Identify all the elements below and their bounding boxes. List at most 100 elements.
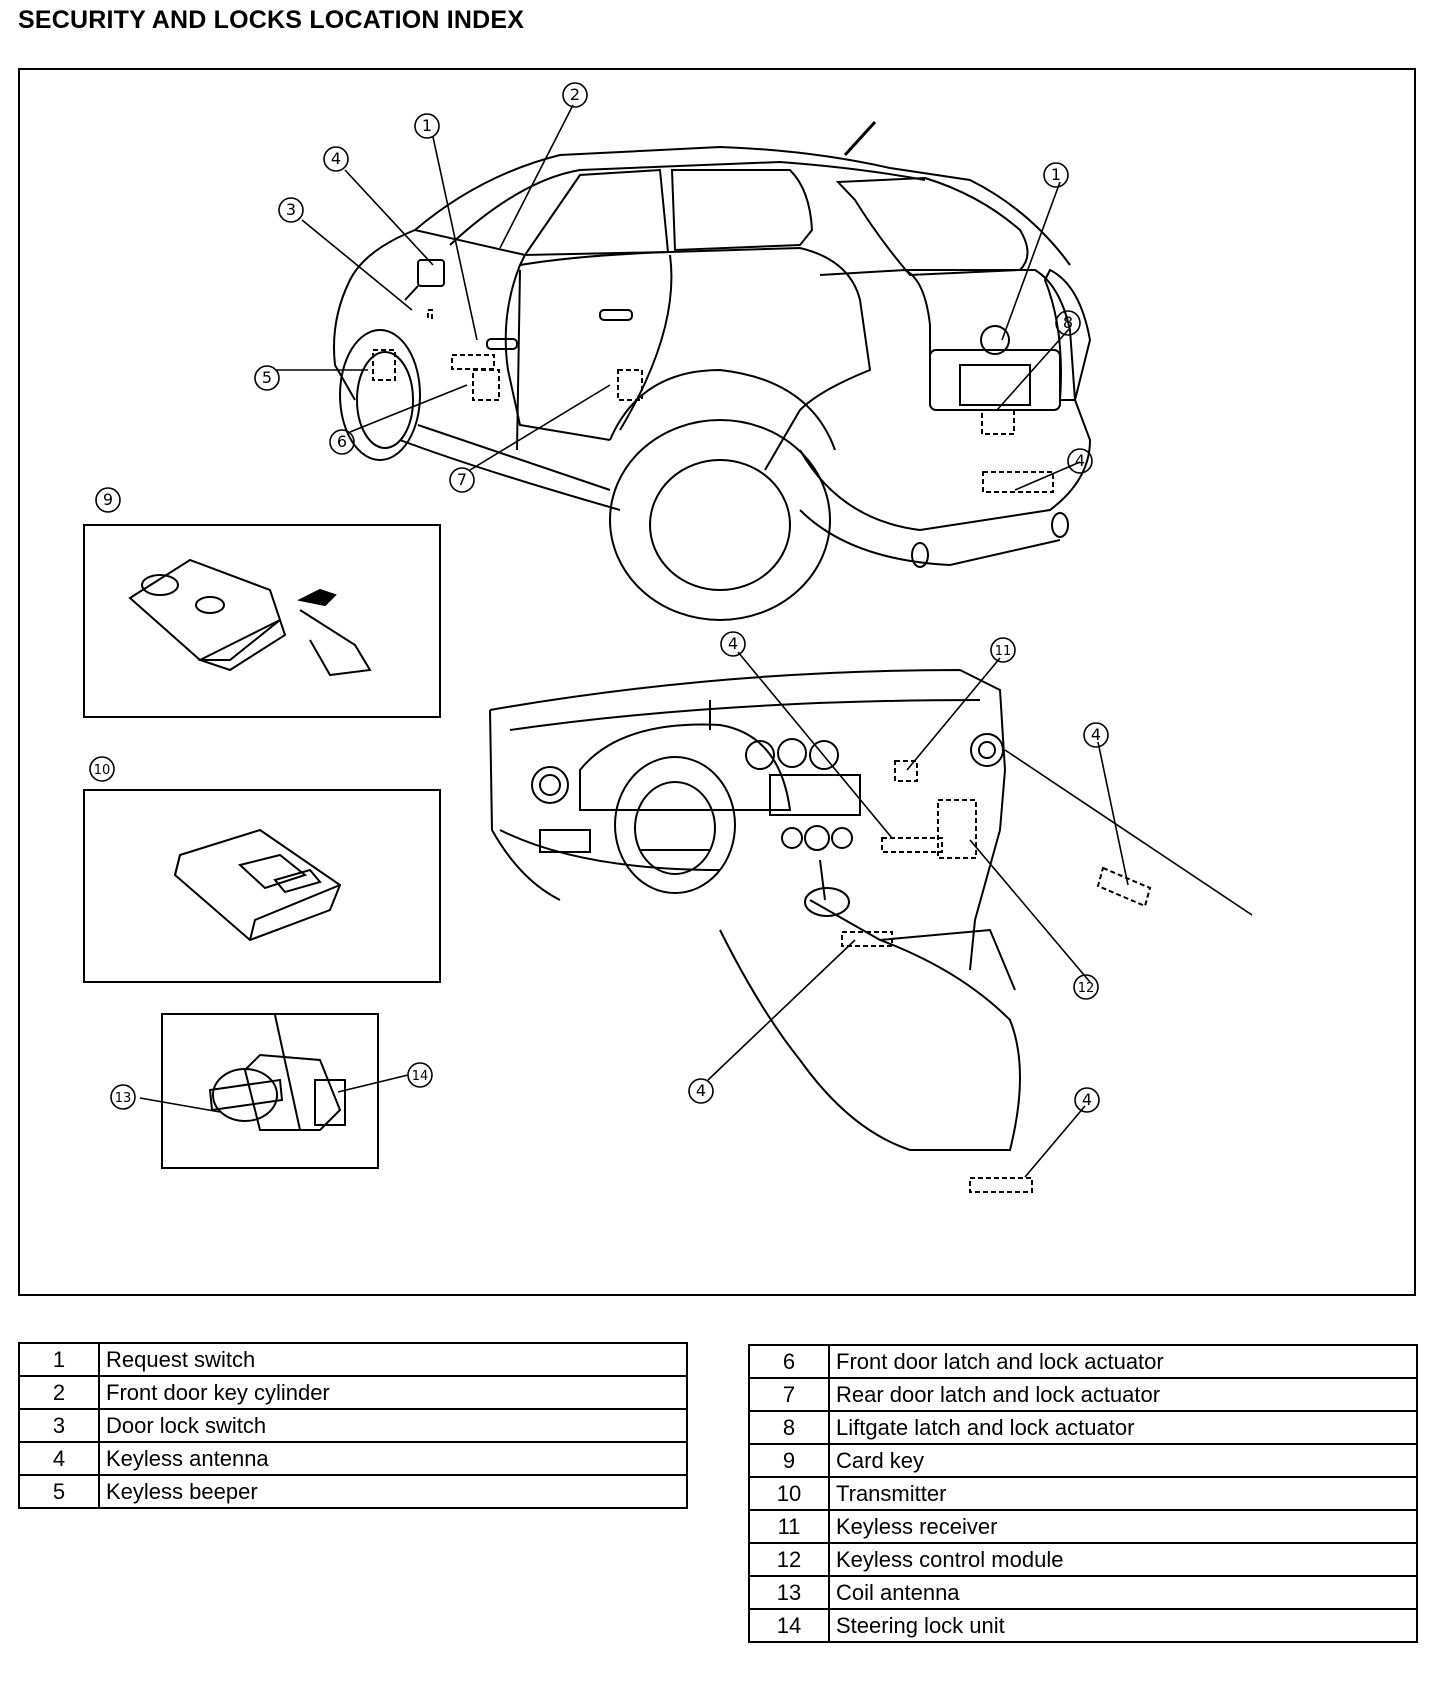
page-title: SECURITY AND LOCKS LOCATION INDEX [18,6,525,34]
legend-number: 4 [18,1441,100,1476]
rear-door-latch-marker [617,369,643,401]
legend-number: 8 [748,1410,830,1445]
liftgate-latch-marker [981,409,1015,435]
callout-4-mirror: 4 [323,146,349,172]
table-row: 11 Keyless receiver [748,1509,1418,1544]
callout-8: 8 [1055,310,1081,336]
svg-text:1: 1 [1051,165,1061,184]
legend-description: Steering lock unit [828,1608,1418,1643]
callout-3: 3 [278,197,304,223]
svg-text:6: 6 [337,432,347,451]
svg-text:8: 8 [1063,313,1073,332]
legend-number: 3 [18,1408,100,1443]
svg-text:9: 9 [103,490,113,509]
table-row: 14 Steering lock unit [748,1608,1418,1643]
steering-lock-inset [161,1013,379,1169]
location-diagram: 1 2 4 3 5 6 7 1 8 4 9 10 [18,68,1416,1296]
callout-11: 11 [990,637,1016,663]
keyless-control-module-marker [937,799,977,859]
legend-number: 6 [748,1344,830,1379]
table-row: 9 Card key [748,1443,1418,1478]
diagram-drawing: 1 2 4 3 5 6 7 1 8 4 9 10 [83,82,1253,1193]
table-row: 4 Keyless antenna [18,1441,688,1476]
svg-text:4: 4 [728,634,738,653]
legend-description: Transmitter [828,1476,1418,1511]
transmitter-inset [83,789,441,983]
leader-lines [139,104,1253,1178]
legend-number: 5 [18,1474,100,1509]
exterior-component-markers [372,309,1054,493]
table-row: 13 Coil antenna [748,1575,1418,1610]
legend-number: 1 [18,1342,100,1377]
callout-13: 13 [110,1084,136,1110]
card-key-inset-frame [83,524,441,718]
transmitter-inset-frame [83,789,441,983]
svg-text:3: 3 [286,200,296,219]
callout-4-console: 4 [688,1078,714,1104]
svg-text:4: 4 [1091,725,1101,744]
legend-description: Rear door latch and lock actuator [828,1377,1418,1412]
legend-description: Keyless receiver [828,1509,1418,1544]
callout-5: 5 [254,365,280,391]
keyless-antenna-marker-front-door [451,354,495,370]
table-row: 1 Request switch [18,1342,688,1377]
callout-4-cargo: 4 [1083,722,1109,748]
legend-number: 9 [748,1443,830,1478]
keyless-antenna-marker-rear [969,1177,1033,1193]
table-row: 10 Transmitter [748,1476,1418,1511]
door-lock-switch-marker [427,309,433,319]
legend-number: 12 [748,1542,830,1577]
table-row: 2 Front door key cylinder [18,1375,688,1410]
callout-4-bumper: 4 [1067,448,1093,474]
keyless-antenna-marker-cargo [1096,866,1152,908]
table-row: 12 Keyless control module [748,1542,1418,1577]
card-key-inset [83,524,441,718]
legend-table-left: 1 Request switch 2 Front door key cylind… [18,1342,688,1509]
callout-1-door-handle: 1 [414,113,440,139]
keyless-beeper-marker [372,349,396,381]
keyless-receiver-marker [894,760,918,782]
legend-description: Coil antenna [828,1575,1418,1610]
legend-number: 14 [748,1608,830,1643]
svg-text:4: 4 [331,149,341,168]
keyless-antenna-marker-dash [881,837,943,853]
table-row: 6 Front door latch and lock actuator [748,1344,1418,1379]
svg-text:11: 11 [995,644,1012,659]
front-door-latch-marker [472,369,500,401]
legend-number: 10 [748,1476,830,1511]
callout-7: 7 [449,467,475,493]
steering-lock-inset-frame [161,1013,379,1169]
callout-6: 6 [329,429,355,455]
legend-description: Liftgate latch and lock actuator [828,1410,1418,1445]
keyless-antenna-marker-console [841,931,893,947]
svg-text:14: 14 [412,1069,429,1084]
svg-text:1: 1 [422,116,432,135]
keyless-antenna-marker-bumper [982,471,1054,493]
table-row: 3 Door lock switch [18,1408,688,1443]
legend-description: Keyless beeper [98,1474,688,1509]
callout-2: 2 [562,82,588,108]
svg-text:7: 7 [457,470,467,489]
legend-description: Front door key cylinder [98,1375,688,1410]
svg-text:12: 12 [1078,981,1095,996]
legend-description: Keyless control module [828,1542,1418,1577]
callout-14: 14 [407,1062,433,1088]
legend-number: 7 [748,1377,830,1412]
table-row: 5 Keyless beeper [18,1474,688,1509]
svg-text:4: 4 [1082,1090,1092,1109]
legend-table-right: 6 Front door latch and lock actuator 7 R… [748,1344,1418,1643]
table-row: 7 Rear door latch and lock actuator [748,1377,1418,1412]
svg-text:2: 2 [570,85,580,104]
svg-text:4: 4 [696,1081,706,1100]
legend-description: Keyless antenna [98,1441,688,1476]
legend-number: 2 [18,1375,100,1410]
callout-1-liftgate: 1 [1043,162,1069,188]
svg-text:4: 4 [1075,451,1085,470]
callout-9: 9 [95,487,121,513]
callout-4-dash: 4 [720,631,746,657]
vehicle-exterior-illustration [333,120,1092,621]
legend-description: Front door latch and lock actuator [828,1344,1418,1379]
legend-description: Request switch [98,1342,688,1377]
legend-number: 11 [748,1509,830,1544]
svg-text:10: 10 [94,763,111,778]
